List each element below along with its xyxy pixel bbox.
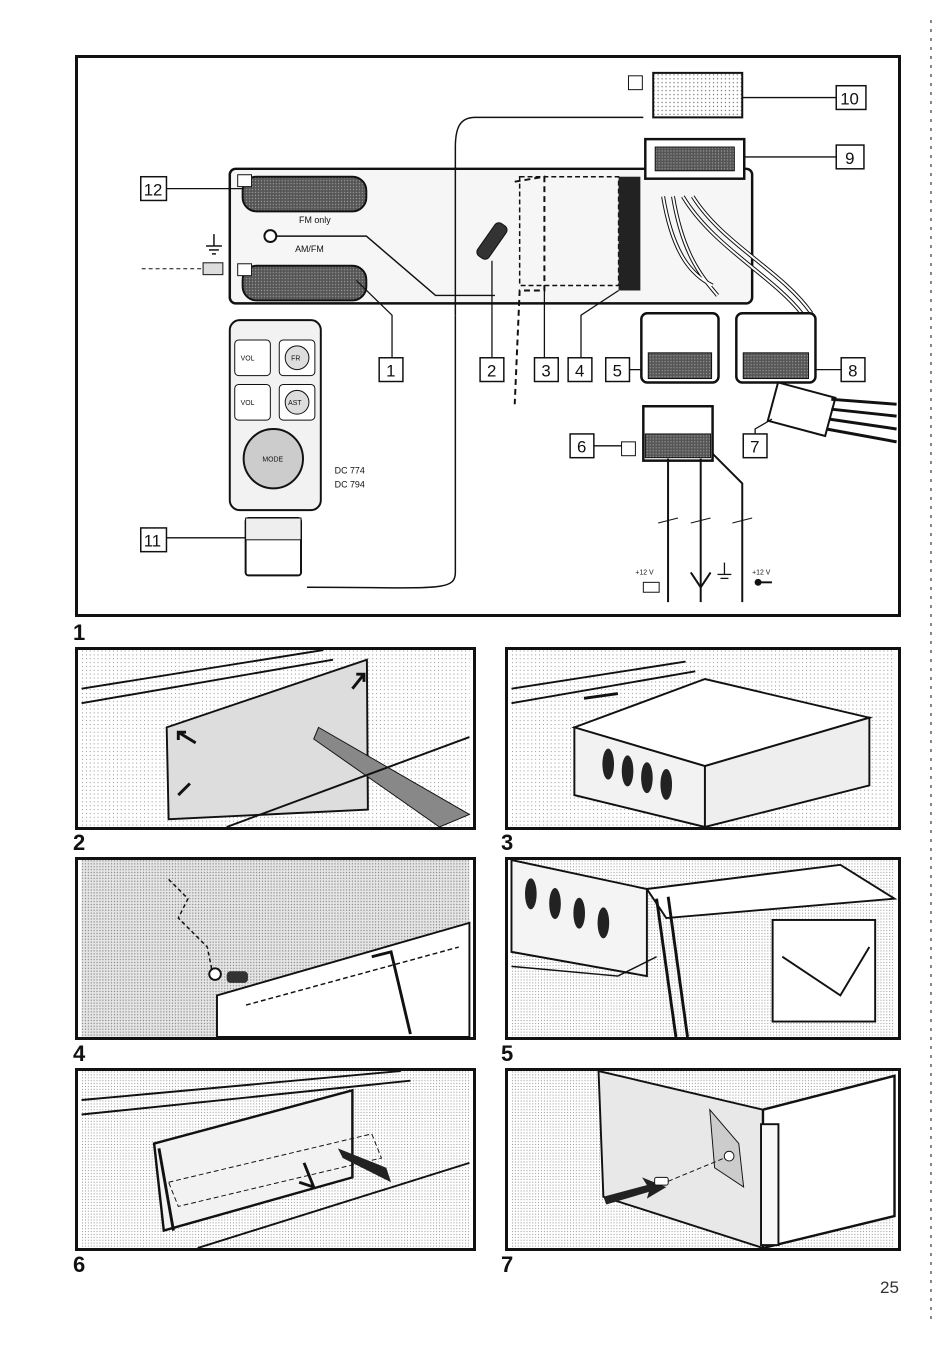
figure-2-dashboard-opening [75, 647, 476, 830]
screw-arrow-icon [603, 1177, 667, 1205]
figure-6-number: 6 [73, 1252, 86, 1277]
figure-1-number: 1 [73, 620, 86, 645]
arrow-icon [176, 730, 197, 745]
key-icon [754, 578, 772, 586]
callout-8: 8 [848, 362, 857, 381]
figure-7-screw-fixing [505, 1068, 901, 1251]
arrow-icon [351, 672, 366, 690]
figure-4-bracket [75, 857, 476, 1040]
figure-6-cover-insertion [75, 1068, 476, 1251]
mode-button: MODE [262, 457, 283, 464]
remote-receiver-11 [244, 517, 303, 577]
callout-11: 11 [144, 532, 161, 551]
callout-3: 3 [541, 362, 550, 381]
callout-7: 7 [750, 438, 759, 457]
figure-5-number: 5 [501, 1041, 514, 1066]
model-dc794: DC 794 [335, 479, 365, 489]
callout-10: 10 [840, 89, 859, 108]
page-edge [930, 20, 932, 1320]
callout-labels: 12 11 1 2 3 4 5 6 7 8 9 10 [140, 84, 867, 553]
callout-6: 6 [577, 438, 586, 457]
connector-7 [766, 381, 897, 444]
radio-rear-panel: FM only AM/FM [138, 116, 754, 589]
figure-7-number: 7 [501, 1252, 514, 1277]
push-arrow-icon [337, 1148, 392, 1183]
connector-8 [735, 312, 817, 384]
callout-9: 9 [845, 149, 854, 168]
callout-4: 4 [575, 362, 584, 381]
connector-9 [644, 137, 746, 180]
figure-3-number: 3 [501, 830, 514, 855]
figure-2-number: 2 [73, 830, 86, 855]
plus-12v-label-b: +12 V [752, 569, 771, 576]
callout-5: 5 [613, 362, 622, 381]
connector-5 [640, 312, 720, 384]
figure-5-tab-bending [505, 857, 901, 1040]
page-number: 25 [880, 1278, 899, 1297]
model-dc774: DC 774 [335, 466, 365, 476]
connector-10 [627, 71, 744, 119]
plus-12v-label-a: +12 V [635, 569, 654, 576]
figure-3-mounting-frame [505, 647, 901, 830]
callouts [166, 96, 842, 539]
figure-1-wiring-diagram: FM only AM/FM [75, 55, 901, 617]
ast-button: AST [288, 400, 302, 407]
fr-button: FR [291, 356, 300, 363]
callout-12: 12 [144, 181, 163, 200]
figure-4-number: 4 [73, 1041, 86, 1066]
ground-symbol [206, 234, 222, 255]
vol-up-button: VOL [241, 356, 255, 363]
ground-symbol-2 [717, 562, 732, 580]
remote-control-dc774: VOL VOL FR AST MODE DC 774 DC 794 [228, 319, 365, 512]
vol-down-button: VOL [241, 400, 255, 407]
callout-2: 2 [487, 362, 496, 381]
connector-6: +12 V +12 V [621, 405, 772, 603]
fm-only-label: FM only [299, 215, 331, 225]
am-fm-label: AM/FM [295, 244, 324, 254]
wiring-diagram-svg: FM only AM/FM [138, 71, 897, 603]
callout-1: 1 [386, 362, 395, 381]
